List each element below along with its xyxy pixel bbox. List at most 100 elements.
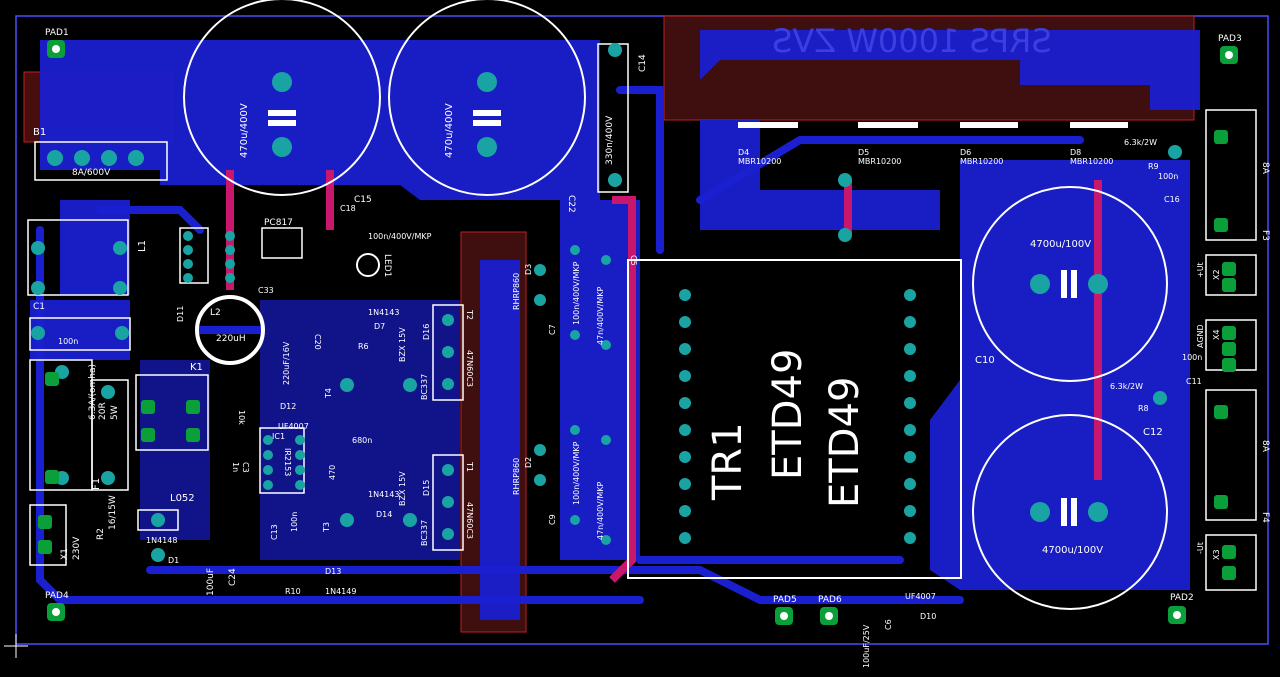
tr1-type-1: ETD49 bbox=[765, 348, 811, 480]
c11-value: 100n bbox=[1182, 353, 1203, 362]
c15-value: 100n/400V/MKP bbox=[368, 232, 432, 241]
origin-crosshair bbox=[4, 634, 28, 658]
d10-ref: D10 bbox=[920, 612, 937, 621]
r2-value-3: 16/15W bbox=[108, 495, 118, 530]
d13-value: 1N4149 bbox=[325, 587, 357, 596]
d7-value: 1N4143 bbox=[368, 308, 400, 317]
l2-ref: L2 bbox=[210, 308, 221, 318]
f4-value: 8A bbox=[1260, 440, 1270, 452]
r10-ref: R10 bbox=[285, 587, 301, 596]
t4-ref: T4 bbox=[324, 388, 333, 398]
c10-ref: C10 bbox=[975, 355, 995, 366]
f1-ref: F1 bbox=[91, 477, 102, 490]
d14-ref: D14 bbox=[376, 510, 393, 519]
c16-ref: C16 bbox=[1164, 195, 1180, 204]
c6-value: 100uF/25V bbox=[862, 624, 871, 668]
v230-label: 230V bbox=[72, 536, 82, 560]
c8-value-1: 100n/400V/MKP bbox=[572, 261, 581, 325]
r9-ref: R9 bbox=[1148, 162, 1159, 171]
pc817-ref: PC817 bbox=[264, 218, 293, 228]
pad1-label: PAD1 bbox=[45, 28, 69, 38]
r-10k-value: 10k bbox=[237, 410, 246, 425]
r-470-value: 470 bbox=[328, 464, 337, 480]
r9-value: 6.3k/2W bbox=[1124, 138, 1158, 147]
n1n4148-label: 1N4148 bbox=[146, 536, 178, 545]
d2-value: RHRP860 bbox=[512, 457, 521, 495]
c1-ref: C1 bbox=[33, 302, 46, 312]
pad2-label: PAD2 bbox=[1170, 593, 1194, 603]
d13-ref: D13 bbox=[325, 567, 342, 576]
c9-value-1: 47n/400V/MKP bbox=[596, 286, 605, 345]
r8-value: 6.3k/2W bbox=[1110, 382, 1144, 391]
bzx-label-1: BZX 15V bbox=[398, 327, 407, 362]
c-680n-value: 680n bbox=[352, 436, 373, 445]
d12-value: UF4007 bbox=[278, 422, 309, 431]
c9-value-2: 47n/400V/MKP bbox=[596, 481, 605, 540]
f3-value: 8A bbox=[1260, 162, 1270, 174]
c20-ref: C20 bbox=[313, 334, 322, 350]
c6-ref: C6 bbox=[884, 619, 893, 630]
l1-ref: L1 bbox=[137, 240, 148, 252]
pad5-label: PAD5 bbox=[773, 595, 797, 605]
pad6-label: PAD6 bbox=[818, 595, 842, 605]
c16-value: 100n bbox=[1158, 172, 1179, 181]
x2-ref: X2 bbox=[1212, 269, 1221, 280]
d10-value: UF4007 bbox=[905, 592, 936, 601]
diode-bars bbox=[738, 122, 1128, 128]
minus-ut-label: -Ut bbox=[1196, 542, 1205, 554]
pad2-pad[interactable] bbox=[1168, 606, 1186, 624]
cap-symbols bbox=[268, 110, 1077, 526]
d12-ref: D12 bbox=[280, 402, 297, 411]
t1-ref: T1 bbox=[465, 462, 474, 472]
pad1-pad[interactable] bbox=[47, 40, 65, 58]
pad5-pad[interactable] bbox=[775, 607, 793, 625]
r2-value-1: 20R bbox=[98, 402, 108, 420]
r8-ref: R8 bbox=[1138, 404, 1149, 413]
k1-ref: K1 bbox=[190, 362, 203, 373]
pad3-label: PAD3 bbox=[1218, 34, 1242, 44]
c12-ref: C12 bbox=[1143, 427, 1163, 438]
t2-ref: T2 bbox=[465, 310, 474, 320]
c5-ref: C5 bbox=[629, 255, 638, 266]
x4-ref: X4 bbox=[1212, 329, 1221, 340]
d14-value: 1N4143 bbox=[368, 490, 400, 499]
c22-ref: C22 bbox=[566, 195, 576, 213]
t3-ref: T3 bbox=[322, 522, 331, 532]
c13-ref: C13 bbox=[270, 524, 279, 540]
c12-value: 4700u/100V bbox=[1042, 545, 1104, 556]
c1-value: 100n bbox=[58, 337, 79, 346]
d5-ref: D5 bbox=[858, 148, 870, 157]
ic1-ref: IC1 bbox=[272, 432, 286, 441]
l052-label: L052 bbox=[170, 493, 195, 504]
pad4-pad[interactable] bbox=[47, 603, 65, 621]
d8-ref: D8 bbox=[1070, 148, 1082, 157]
x3-ref: X3 bbox=[1212, 549, 1221, 560]
c33-ref: C33 bbox=[258, 286, 274, 295]
c20-value: 220uF/16V bbox=[282, 341, 291, 385]
c24-value: 100uF bbox=[206, 567, 216, 596]
big-cap-outlines bbox=[183, 0, 1168, 610]
b1-ref: B1 bbox=[33, 127, 47, 138]
d11-ref: D11 bbox=[176, 305, 185, 322]
l2-outline bbox=[195, 295, 265, 365]
c3-ref: C3 bbox=[241, 462, 250, 473]
d4-ref: D4 bbox=[738, 148, 750, 157]
d7-ref: D7 bbox=[374, 322, 386, 331]
d5-value: MBR10200 bbox=[858, 157, 902, 166]
board-outline bbox=[15, 15, 1269, 645]
t2-value: 47N60C3 bbox=[465, 350, 474, 388]
d6-ref: D6 bbox=[960, 148, 972, 157]
pad6-pad[interactable] bbox=[820, 607, 838, 625]
d6-value: MBR10200 bbox=[960, 157, 1004, 166]
cap-bulk-1-value: 470u/400V bbox=[239, 103, 250, 158]
bc337-label-2: BC337 bbox=[420, 519, 429, 546]
d3-ref: D3 bbox=[524, 263, 533, 275]
r2-ref: R2 bbox=[96, 528, 106, 540]
c13-value: 100n bbox=[290, 511, 299, 532]
component-pads bbox=[31, 43, 1236, 580]
pad3-pad[interactable] bbox=[1220, 46, 1238, 64]
c18-ref: C18 bbox=[340, 204, 356, 213]
tr1-type-2: ETD49 bbox=[822, 376, 868, 508]
